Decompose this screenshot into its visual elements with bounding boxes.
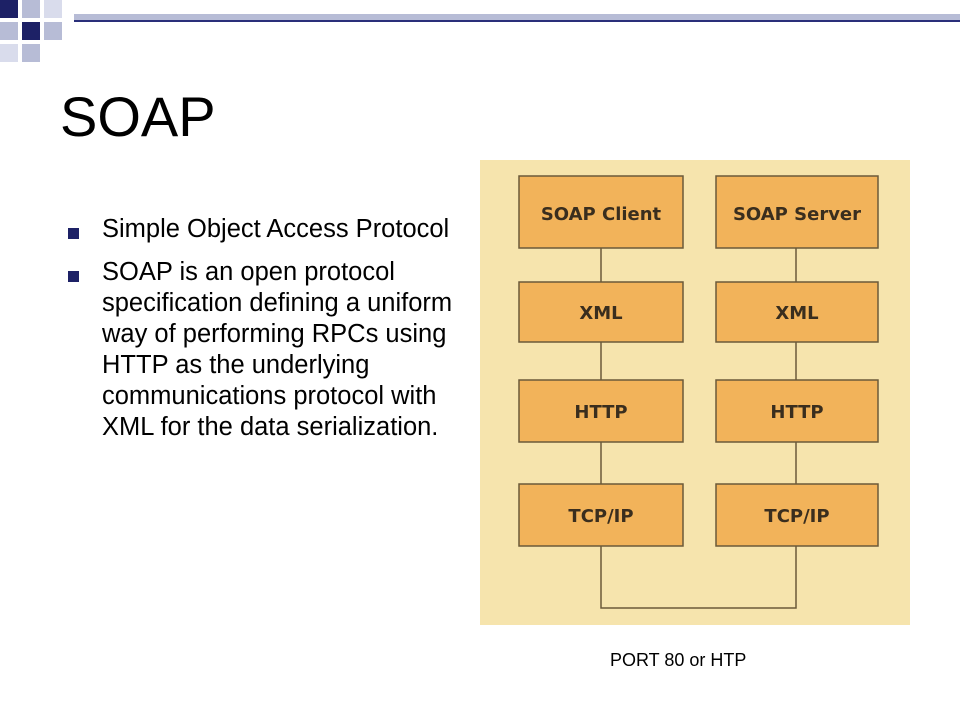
bullet-text: SOAP is an open protocol specification d… [102,258,453,441]
server-xml-box [715,281,879,343]
client-tcpip-box [518,483,684,547]
deco-square [22,22,40,40]
diagram-svg: SOAP Client XML HTTP TCP/IP SOAP Server … [518,175,879,609]
bullet-text: Simple Object Access Protocol [102,215,450,243]
bullet-list: Simple Object Access Protocol SOAP is an… [64,214,484,455]
soap-server-box [715,175,879,249]
slide-title: SOAP [60,85,216,148]
client-stack: SOAP Client XML HTTP TCP/IP [518,175,684,547]
deco-square [22,44,40,62]
server-http-box [715,379,879,443]
deco-square [44,22,62,40]
server-http-label: HTTP [770,402,823,423]
deco-square [0,44,18,62]
deco-square [44,0,62,18]
bullet-item: Simple Object Access Protocol [64,214,484,245]
header-bar-line [74,20,960,22]
client-http-label: HTTP [574,402,627,423]
client-xml-box [518,281,684,343]
server-xml-label: XML [775,303,818,324]
server-stack: SOAP Server XML HTTP TCP/IP [715,175,879,547]
client-xml-label: XML [579,303,622,324]
bullet-square-icon [68,271,79,282]
header-bar [74,14,960,20]
client-tcpip-label: TCP/IP [568,506,633,527]
deco-square [0,0,18,18]
bullet-item: SOAP is an open protocol specification d… [64,257,484,443]
deco-square [0,22,18,40]
network-connector [600,546,797,609]
deco-square [22,0,40,18]
soap-client-box [518,175,684,249]
client-http-box [518,379,684,443]
server-tcpip-box [715,483,879,547]
soap-stack-diagram: SOAP Client XML HTTP TCP/IP SOAP Server … [480,160,910,625]
diagram-caption: PORT 80 or HTP [610,650,747,670]
server-tcpip-label: TCP/IP [764,506,829,527]
bullet-square-icon [68,228,79,239]
soap-client-label: SOAP Client [541,204,662,225]
soap-server-label: SOAP Server [733,204,861,225]
